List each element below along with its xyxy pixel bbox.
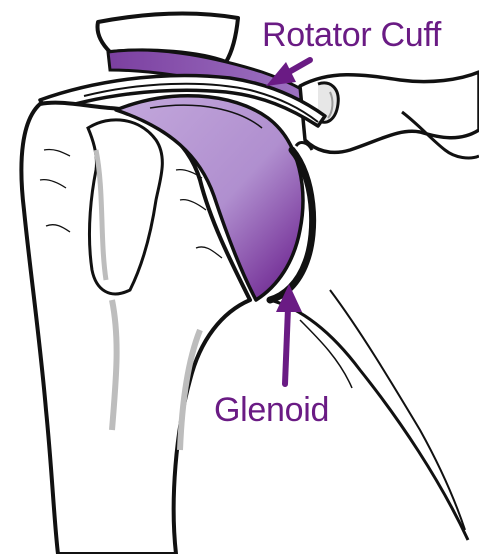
scapula-right [300, 72, 479, 158]
rotator-cuff-arrow [266, 60, 310, 86]
glenoid-label: Glenoid [214, 393, 329, 427]
rotator-cuff-label: Rotator Cuff [262, 18, 441, 52]
